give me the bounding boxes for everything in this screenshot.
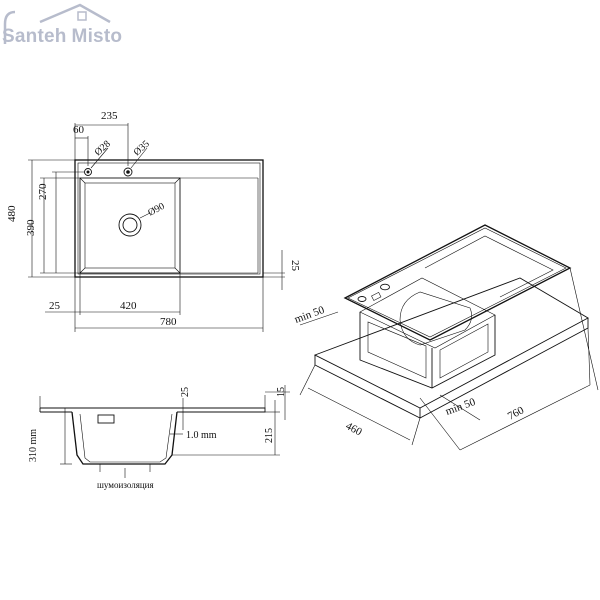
section-bowl (71, 411, 178, 465)
dim-780: 780 (160, 316, 177, 328)
drain-circle (118, 213, 142, 237)
sink-outline (74, 159, 264, 278)
label-hole-small: Ø28 (93, 139, 113, 159)
isometric-view: min 50 min 50 460 760 (293, 224, 599, 451)
dim-235: 235 (101, 110, 118, 122)
tap-hole-large (123, 167, 133, 177)
brand-name-part2: Misto (71, 26, 123, 47)
overflow-slot (97, 414, 115, 424)
tap-hole-small (84, 168, 92, 176)
bowl-body (359, 312, 496, 389)
logo-roof-icon (3, 3, 111, 44)
dim-25-bottom: 25 (49, 300, 61, 312)
dim-15-section: 15 (276, 387, 287, 397)
dim-310mm: 310 mm (28, 429, 39, 462)
bowl (79, 177, 181, 274)
dim-390: 390 (25, 219, 37, 236)
dim-460: 460 (344, 420, 365, 439)
label-thickness: 1.0 mm (186, 430, 217, 441)
section-rim (40, 407, 266, 413)
dim-760: 760 (506, 404, 527, 423)
section-view: 25 15 1.0 mm 310 mm 215 шумоизоляция (28, 385, 290, 490)
label-drain: Ø90 (146, 201, 166, 219)
dim-480: 480 (6, 205, 18, 222)
label-insulation: шумоизоляция (97, 480, 154, 490)
plan-view: 235 60 Ø28 Ø35 Ø90 480 390 270 25 25 420… (6, 110, 301, 332)
brand-name-part1: Santeh (2, 26, 67, 47)
dim-60: 60 (73, 124, 85, 136)
label-hole-large: Ø35 (132, 139, 152, 159)
dim-420: 420 (120, 300, 137, 312)
label-min50-top: min 50 (293, 304, 327, 326)
dim-270: 270 (37, 183, 49, 200)
countertop (313, 277, 589, 409)
label-min50-bottom: min 50 (444, 396, 478, 418)
dim-215: 215 (264, 428, 275, 443)
dim-25-right: 25 (289, 260, 301, 272)
dim-25-section: 25 (180, 387, 191, 397)
